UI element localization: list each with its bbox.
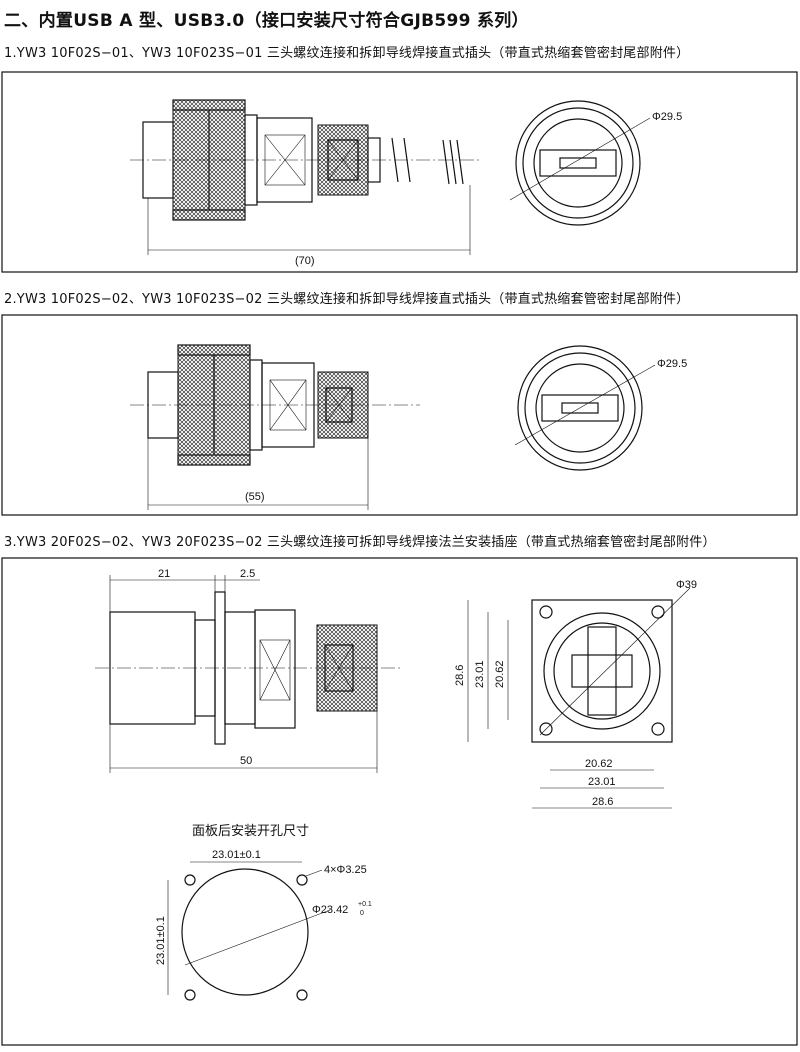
flange-diameter-dim: Φ39 [676, 579, 697, 591]
cutout-v-spacing: 23.01±0.1 [155, 916, 167, 965]
section-3-frame [1, 557, 798, 1046]
cutout-title: 面板后安装开孔尺寸 [192, 823, 309, 838]
diameter-dim-1: Φ29.5 [652, 111, 682, 123]
plug-front-view-1: Φ29.5 [509, 100, 682, 226]
total-length-dim: 50 [240, 755, 252, 767]
section-2-heading: 2.YW3 10F02S−02、YW3 10F023S−02 三头螺纹连接和拆卸… [4, 292, 690, 307]
receptacle-front-view: Φ39 28.6 23.01 20.62 20.62 23.01 28.6 [454, 579, 697, 809]
length-dim-1: (70) [295, 255, 315, 267]
front-length-dim: 21 [158, 568, 170, 580]
section-2-frame [1, 314, 798, 516]
plug-front-view-2: Φ29.5 [514, 345, 687, 471]
h-outer-dim: 28.6 [592, 796, 613, 808]
v-outer-dim: 28.6 [454, 665, 466, 686]
h-mid-dim: 23.01 [588, 776, 616, 788]
diameter-dim-2: Φ29.5 [657, 358, 687, 370]
v-mid-dim: 23.01 [474, 660, 486, 688]
h-inner-dim: 20.62 [585, 758, 613, 770]
length-dim-2: (55) [245, 491, 265, 503]
page-title: 二、内置USB A 型、USB3.0（接口安装尺寸符合GJB599 系列） [4, 11, 529, 31]
v-inner-dim: 20.62 [494, 660, 506, 688]
receptacle-side-view: 21 2.5 50 [95, 568, 400, 773]
cutout-h-spacing: 23.01±0.1 [212, 849, 261, 861]
flange-thickness-dim: 2.5 [240, 568, 255, 580]
section-3-heading: 3.YW3 20F02S−02、YW3 20F023S−02 三头螺纹连接可拆卸… [4, 535, 716, 550]
bore-tol-upper: +0.1 [358, 901, 372, 908]
bore-tol-lower: 0 [360, 910, 364, 917]
section-1-heading: 1.YW3 10F02S−01、YW3 10F023S−01 三头螺纹连接和拆卸… [4, 46, 690, 61]
plug-side-view-1: (70) [130, 99, 480, 267]
panel-cutout-view: 面板后安装开孔尺寸 23.01±0.1 4×Φ3.25 Φ23.42 +0.1 … [155, 823, 372, 1001]
hole-spec: 4×Φ3.25 [324, 864, 367, 876]
plug-side-view-2: (55) [130, 344, 420, 510]
bore-diameter: Φ23.42 [312, 904, 348, 916]
section-1-frame [1, 71, 798, 273]
